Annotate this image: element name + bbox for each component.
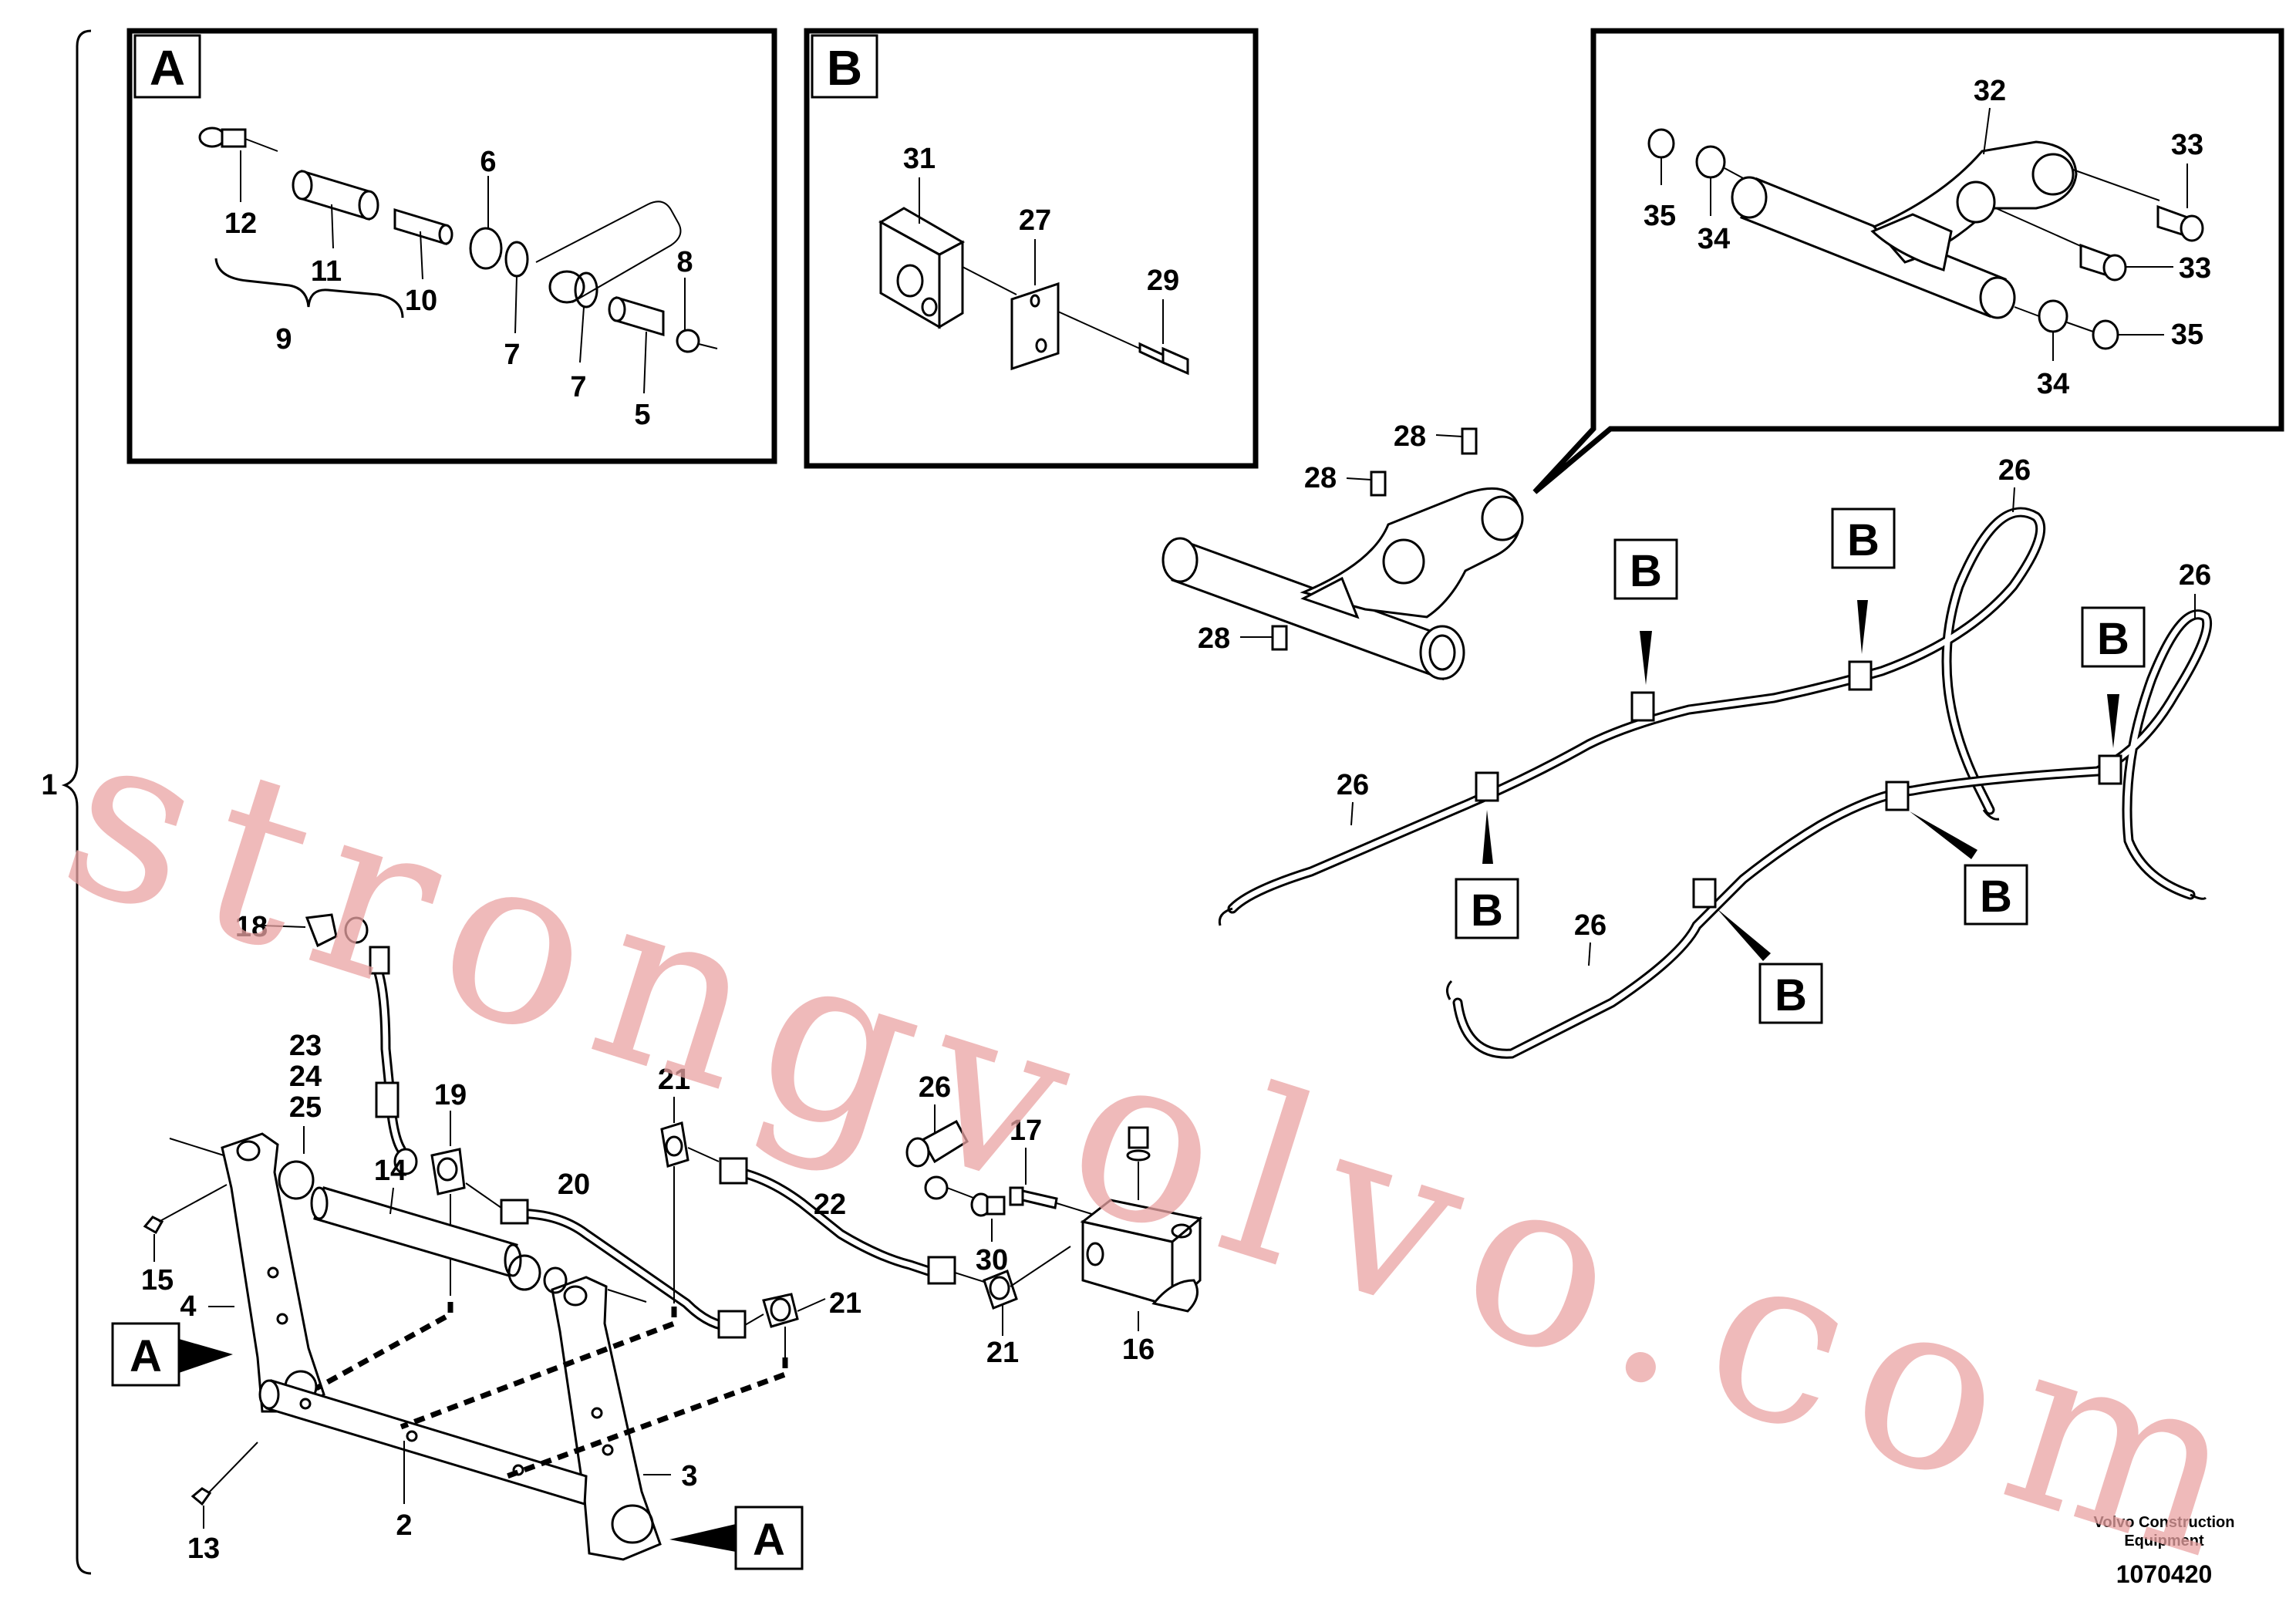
grease-hoses-26 — [1218, 507, 2213, 1059]
label-19: 19 — [434, 1079, 467, 1111]
inset-a: A — [126, 28, 777, 464]
callout-b-4: B — [1455, 810, 1519, 939]
bushing-11 — [292, 169, 379, 221]
label-14: 14 — [374, 1155, 406, 1187]
label-29: 29 — [1147, 265, 1179, 297]
distribution-block-16 — [1080, 1126, 1203, 1331]
label-13: 13 — [187, 1533, 220, 1565]
seal-35b — [2092, 319, 2119, 350]
inset-b-letter: B — [827, 40, 862, 96]
brand-line-1: Volvo Construction — [2094, 1514, 2235, 1531]
callout-b-6: B — [1717, 909, 1823, 1024]
label-27: 27 — [1019, 204, 1051, 237]
label-3: 3 — [681, 1460, 697, 1492]
link-outline — [535, 201, 682, 303]
label-4: 4 — [180, 1290, 196, 1323]
svg-text:B: B — [1980, 872, 2012, 922]
document-number: 1070420 — [2116, 1560, 2213, 1588]
bolt-29 — [962, 266, 1189, 376]
svg-text:A: A — [753, 1515, 785, 1565]
svg-text:B: B — [2097, 614, 2129, 664]
callout-b-5: B — [1910, 811, 2028, 926]
label-12: 12 — [224, 207, 257, 240]
brand-line-2: Equipment — [2124, 1533, 2204, 1549]
label-34b: 34 — [2037, 368, 2069, 400]
label-26d: 26 — [1574, 909, 1607, 942]
callout-b-2: B — [1831, 508, 1896, 654]
label-8: 8 — [676, 246, 693, 278]
svg-text:B: B — [1630, 546, 1662, 596]
lift-frame: 23 24 25 14 15 4 13 2 3 — [141, 1030, 788, 1565]
seal-ring-6 — [469, 227, 503, 270]
label-21b: 21 — [829, 1287, 861, 1320]
label-33a: 33 — [2171, 129, 2203, 161]
label-25: 25 — [289, 1091, 322, 1124]
lever-arm-32 — [1731, 140, 2078, 319]
bushing-33a — [2156, 204, 2204, 242]
sleeve-10 — [393, 207, 453, 246]
label-6: 6 — [480, 146, 496, 178]
label-35a: 35 — [1644, 200, 1676, 232]
label-11: 11 — [311, 255, 342, 288]
callout-a-2: A — [669, 1506, 804, 1570]
label-18: 18 — [235, 911, 268, 943]
label-26e: 26 — [919, 1071, 951, 1104]
callout-b-1: B — [1613, 538, 1678, 685]
center-hose-line: 18 19 20 21 21 21 22 26 17 30 16 — [235, 911, 1203, 1369]
clamp-block-31 — [878, 207, 966, 329]
plate-27 — [1010, 282, 1060, 371]
label-28c: 28 — [1198, 622, 1230, 655]
label-28a: 28 — [1304, 462, 1337, 494]
label-31: 31 — [903, 143, 936, 175]
o-ring-7a — [504, 241, 529, 278]
screw-8 — [676, 329, 718, 353]
label-7a: 7 — [504, 339, 520, 371]
label-10: 10 — [405, 285, 437, 317]
label-7b: 7 — [570, 371, 586, 403]
svg-text:B: B — [1471, 885, 1503, 936]
inset-a-letter: A — [150, 40, 185, 96]
pin-5 — [608, 295, 665, 337]
inset-c: 32 33 33 35 34 34 35 — [1532, 28, 2284, 494]
seal-35a — [1647, 128, 1675, 159]
spacer-34b — [2038, 299, 2068, 333]
svg-text:A: A — [130, 1331, 162, 1381]
svg-text:B: B — [1847, 515, 1880, 565]
label-35b: 35 — [2171, 319, 2203, 351]
lever-assembly: 28 28 28 — [1161, 420, 1524, 681]
bushing-33b — [2079, 243, 2127, 282]
label-20: 20 — [558, 1168, 590, 1201]
label-34a: 34 — [1698, 223, 1730, 255]
label-5: 5 — [634, 399, 650, 431]
watermark: strongvolvo.com — [38, 675, 2291, 1617]
label-26c: 26 — [1337, 769, 1369, 801]
callout-a-1: A — [111, 1322, 233, 1387]
label-33b: 33 — [2179, 252, 2211, 285]
assembly-brace: 1 — [41, 29, 92, 1575]
callout-b-3: B — [2081, 606, 2146, 748]
label-23: 23 — [289, 1030, 322, 1062]
label-21c: 21 — [986, 1337, 1019, 1369]
label-30: 30 — [976, 1244, 1008, 1276]
footer-brand: Volvo Construction Equipment 1070420 — [2094, 1514, 2235, 1588]
inset-b: B 31 27 29 — [804, 28, 1259, 469]
label-16: 16 — [1122, 1334, 1155, 1366]
label-26b: 26 — [2179, 559, 2211, 592]
label-15: 15 — [141, 1264, 174, 1297]
grease-nipple-12 — [198, 126, 278, 152]
label-2: 2 — [396, 1509, 412, 1542]
label-24: 24 — [289, 1061, 322, 1093]
label-17: 17 — [1010, 1114, 1042, 1147]
svg-text:B: B — [1775, 970, 1807, 1020]
label-1: 1 — [41, 769, 57, 801]
label-28b: 28 — [1394, 420, 1426, 453]
label-9: 9 — [275, 323, 292, 356]
o-ring-7b — [574, 271, 598, 309]
label-22: 22 — [814, 1189, 846, 1221]
label-26a: 26 — [1998, 454, 2031, 487]
label-21a: 21 — [658, 1064, 690, 1096]
label-32: 32 — [1974, 75, 2006, 107]
spacer-34a — [1695, 145, 1726, 179]
